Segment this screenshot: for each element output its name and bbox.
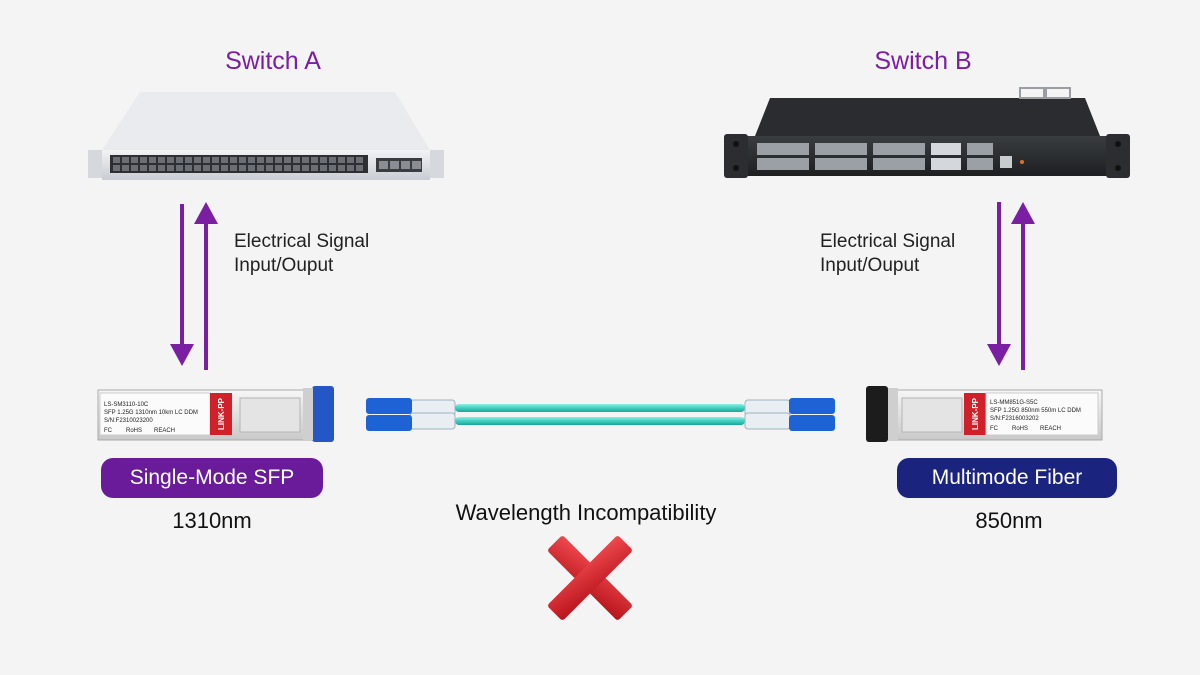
right-sfp-mark-1: RoHS <box>1012 426 1028 432</box>
left-wavelength: 1310nm <box>172 508 252 533</box>
switch-a-image <box>88 92 444 180</box>
wavelength-incompatibility-label: Wavelength Incompatibility <box>455 500 717 525</box>
switch-a-title: Switch A <box>225 47 321 75</box>
left-sfp-mark-1: RoHS <box>126 428 142 434</box>
left-signal-label: Electrical Signal Input/Ouput <box>234 230 369 278</box>
right-signal-label: Electrical Signal Input/Ouput <box>820 230 955 278</box>
right-sfp-label: LS-MM851G-S5C SFP 1.25G 850nm 550m LC DD… <box>990 400 1081 432</box>
left-signal-arrows <box>170 202 218 370</box>
right-sfp-label-line-1: SFP 1.25G 850nm 550m LC DDM <box>990 408 1081 414</box>
left-sfp-label-line-2: S/N:F2310023200 <box>104 418 153 424</box>
switch-b-title: Switch B <box>874 47 972 75</box>
left-sfp-brand: LINK-PP <box>217 397 226 430</box>
right-sfp-label-line-0: LS-MM851G-S5C <box>990 400 1038 406</box>
right-sfp-label-line-2: S/N:F2316003202 <box>990 416 1039 422</box>
left-sfp-label-line-1: SFP 1.25G 1310nm 10km LC DDM <box>104 410 198 416</box>
left-sfp-mark-0: FC <box>104 428 113 434</box>
right-sfp-module <box>866 386 1103 442</box>
right-signal-arrows <box>987 202 1035 370</box>
red-x-icon <box>548 536 632 620</box>
right-sfp-mark-2: REACH <box>1040 426 1061 432</box>
left-sfp-label: LS-SM3110-10C SFP 1.25G 1310nm 10km LC D… <box>104 402 198 434</box>
right-wavelength: 850nm <box>975 508 1043 533</box>
left-signal-line1: Electrical Signal <box>234 231 370 252</box>
switch-b-image <box>724 87 1130 178</box>
right-signal-line1: Electrical Signal <box>820 231 956 252</box>
fiber-patch-cable <box>366 398 835 431</box>
left-signal-line2: Input/Ouput <box>234 255 334 276</box>
single-mode-sfp-badge: Single-Mode SFP <box>101 458 323 498</box>
left-sfp-module <box>97 386 334 442</box>
right-signal-line2: Input/Ouput <box>820 255 920 276</box>
right-sfp-brand: LINK-PP <box>971 397 980 430</box>
multimode-fiber-badge: Multimode Fiber <box>897 458 1117 498</box>
left-sfp-mark-2: REACH <box>154 428 175 434</box>
right-sfp-mark-0: FC <box>990 426 999 432</box>
right-sfp-brand-text: LINK-PP <box>971 397 980 430</box>
left-sfp-label-line-0: LS-SM3110-10C <box>104 402 149 408</box>
left-sfp-brand-text: LINK-PP <box>217 397 226 430</box>
